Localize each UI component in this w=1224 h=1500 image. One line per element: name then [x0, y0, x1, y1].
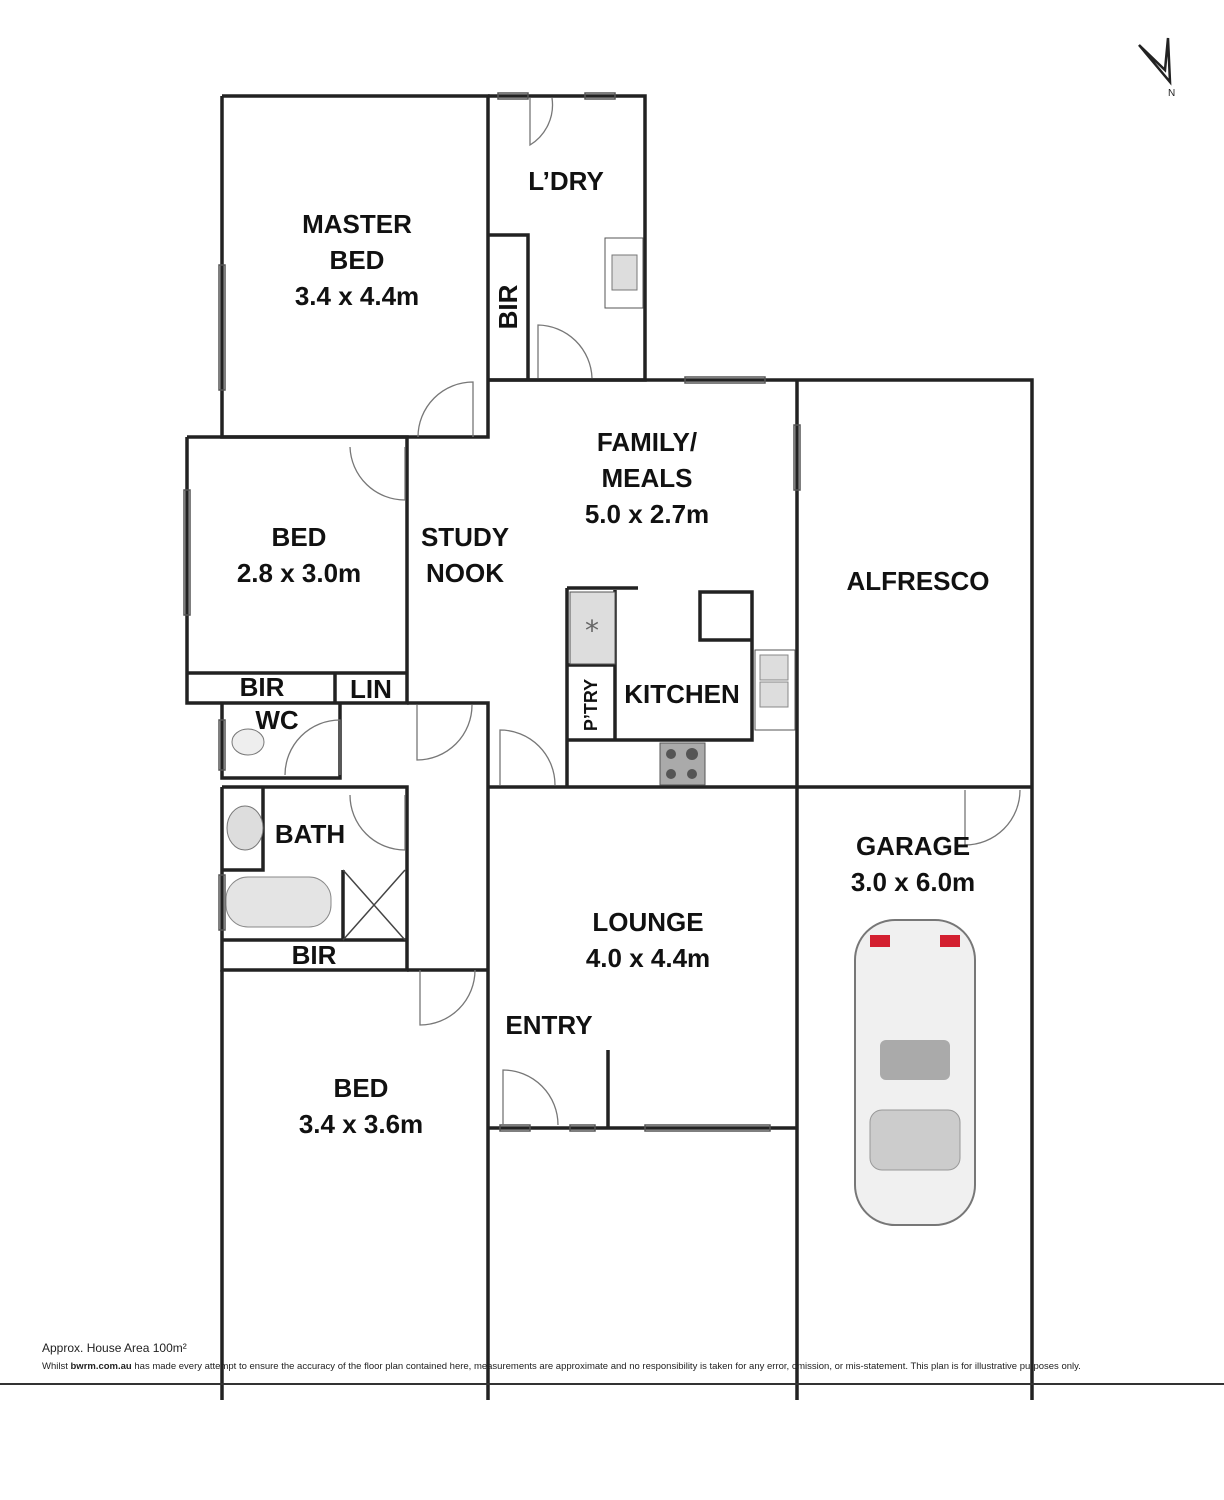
svg-text:*: * — [585, 614, 599, 647]
room-wc: WC — [255, 705, 299, 735]
room-bath: BATH — [274, 819, 346, 849]
disclaimer-post: has made every attempt to ensure the acc… — [131, 1361, 1081, 1372]
windows — [183, 92, 801, 1132]
floor-plan: * N — [183, 37, 1175, 1400]
room-linen: LIN — [350, 674, 392, 704]
svg-text:N: N — [1168, 88, 1175, 99]
footer-divider — [0, 1383, 1224, 1385]
room-alfresco: ALFRESCO — [846, 566, 990, 596]
room-bir-master: BIR — [493, 284, 523, 330]
room-laundry: L’DRY — [528, 166, 604, 196]
room-bir-bed2: BIR — [239, 672, 285, 702]
compass-icon: N — [1138, 37, 1175, 99]
walls — [185, 94, 1034, 1400]
disclaimer-brand: bwrm.com.au — [70, 1361, 132, 1372]
house-area: Approx. House Area 100m² — [42, 1341, 187, 1355]
room-entry: ENTRY — [505, 1010, 593, 1040]
disclaimer-pre: Whilst — [42, 1361, 71, 1372]
room-kitchen: KITCHEN — [624, 679, 740, 709]
room-pantry: P’TRY — [581, 678, 601, 732]
car-icon — [854, 919, 976, 1226]
doors — [284, 97, 1021, 1126]
room-bir-bath: BIR — [291, 940, 337, 970]
disclaimer: Whilst bwrm.com.au has made every attemp… — [42, 1361, 1081, 1372]
fixtures: * — [225, 237, 796, 941]
